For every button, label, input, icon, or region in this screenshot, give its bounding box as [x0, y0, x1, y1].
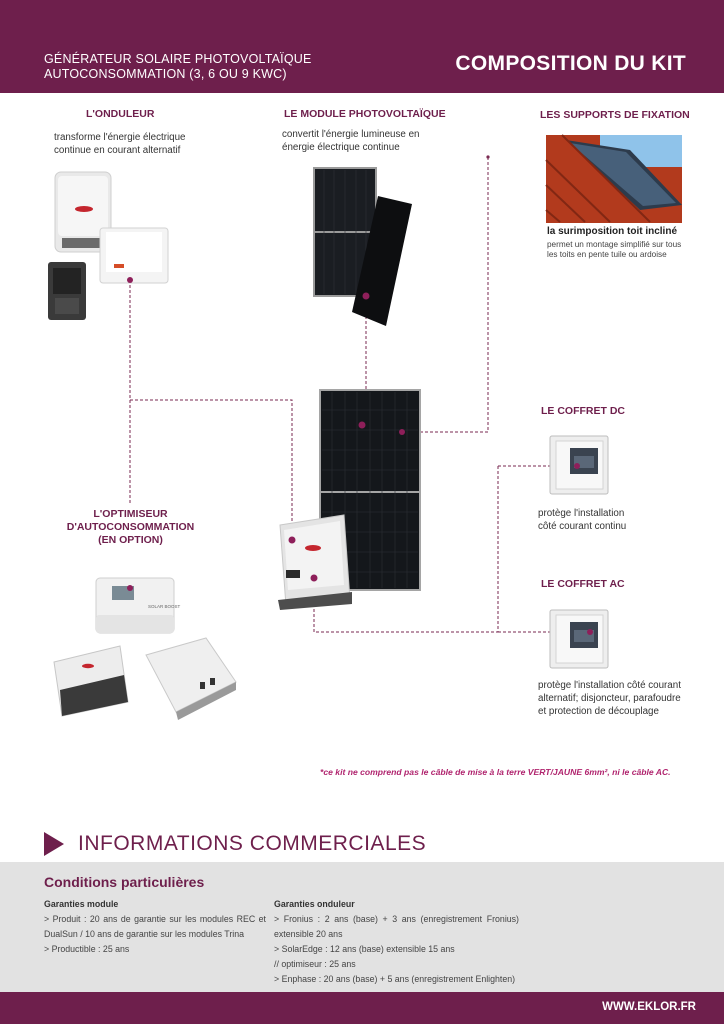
header-subtitle: GÉNÉRATEUR SOLAIRE PHOTOVOLTAÏQUE AUTOCO…: [44, 52, 312, 82]
module-warranty-heading: Garanties module: [44, 899, 119, 909]
onduleur-title: L'ONDULEUR: [86, 108, 155, 120]
optimiseur-title-line1: L'OPTIMISEUR: [93, 508, 168, 520]
connector-supports-panel: [402, 157, 489, 433]
inverter-warranty-optimizer: // optimiseur : 25 ans: [274, 959, 356, 969]
connector-dot-icon: [399, 429, 405, 435]
connector-dot-icon: [574, 463, 580, 469]
website-link[interactable]: WWW.EKLOR.FR: [602, 1001, 696, 1013]
connector-dot-icon: [127, 277, 133, 283]
connector-dot-icon: [288, 536, 296, 544]
module-warranty-column: Garanties module > Produit : 20 ans de g…: [44, 897, 266, 957]
kit-diagram: SOLAR BOOST: [48, 134, 682, 720]
inverter-warranty-enphase: > Enphase : 20 ans (base) + 5 ans (enreg…: [274, 974, 516, 984]
header-banner: GÉNÉRATEUR SOLAIRE PHOTOVOLTAÏQUE AUTOCO…: [0, 0, 724, 93]
inverter-warranty-heading: Garanties onduleur: [274, 899, 355, 909]
footer-banner: WWW.EKLOR.FR: [0, 992, 724, 1024]
optimizer-device-label: SOLAR BOOST: [148, 604, 181, 609]
optimiseur-title-line3: (EN OPTION): [98, 534, 163, 546]
inverter-warranty-column: Garanties onduleur > Fronius : 2 ans (ba…: [274, 897, 519, 987]
onduleur-desc-line2: continue en courant alternatif: [54, 145, 181, 156]
coffret-ac-description: protège l'installation côté courant alte…: [538, 679, 681, 718]
kit-exclusion-note: *ce kit ne comprend pas le câble de mise…: [320, 767, 671, 777]
connector-dot-icon: [127, 585, 133, 591]
module-description: convertit l'énergie lumineuse en énergie…: [282, 128, 419, 154]
coffret-dc-title: LE COFFRET DC: [541, 405, 625, 417]
page-title: COMPOSITION DU KIT: [455, 52, 686, 75]
coffret-ac-title: LE COFFRET AC: [541, 578, 625, 590]
module-title: LE MODULE PHOTOVOLTAÏQUE: [284, 108, 446, 120]
conditions-panel: Conditions particulières Garanties modul…: [0, 862, 724, 992]
supports-description: permet un montage simplifié sur tous les…: [547, 240, 681, 260]
onduleur-desc-line1: transforme l'énergie électrique: [54, 132, 186, 143]
coffret-ac-desc-line3: et protection de découplage: [538, 706, 659, 717]
connector-dot-icon: [486, 155, 490, 159]
optimizer-icon: SOLAR BOOST: [95, 577, 181, 634]
header-subtitle-line1: GÉNÉRATEUR SOLAIRE PHOTOVOLTAÏQUE: [44, 52, 312, 66]
onduleur-description: transforme l'énergie électrique continue…: [54, 131, 185, 157]
inverter-icon: [145, 637, 237, 720]
header-subtitle-line2: AUTOCONSOMMATION (3, 6 OU 9 KWC): [44, 67, 287, 81]
supports-caption: la surimposition toit incliné: [547, 226, 678, 237]
inverter-warranty-solaredge: > SolarEdge : 12 ans (base) extensible 1…: [274, 944, 455, 954]
optimiseur-title-line2: D'AUTOCONSOMMATION: [66, 521, 195, 533]
coffret-dc-description: protège l'installation côté courant cont…: [538, 507, 626, 533]
connector-dot-icon: [587, 629, 593, 635]
coffret-ac-desc-line2: alternatif; disjoncteur, parafoudre: [538, 693, 681, 704]
supports-desc-line1: permet un montage simplifié sur tous: [547, 240, 682, 249]
info-heading-text: INFORMATIONS COMMERCIALES: [78, 832, 427, 855]
connector-dot-icon: [310, 574, 318, 582]
info-section-heading: INFORMATIONS COMMERCIALES: [44, 832, 426, 856]
roof-mounting-icon: [545, 134, 682, 223]
supports-title: LES SUPPORTS DE FIXATION: [540, 109, 690, 121]
inverter-icon: [278, 514, 352, 610]
inverter-icon: [53, 645, 129, 717]
conditions-title: Conditions particulières: [44, 874, 205, 890]
coffret-dc-desc-line1: protège l'installation: [538, 508, 625, 519]
connector-inverter-main: [130, 399, 293, 540]
coffret-dc-desc-line2: côté courant continu: [538, 521, 627, 532]
module-desc-line1: convertit l'énergie lumineuse en: [282, 129, 420, 140]
inverter-icon: [48, 171, 169, 320]
module-warranty-productible: > Productible : 25 ans: [44, 944, 130, 954]
connector-dot-icon: [358, 421, 366, 429]
inverter-warranty-fronius: > Fronius : 2 ans (base) + 3 ans (enregi…: [274, 914, 519, 939]
module-warranty-text: > Produit : 20 ans de garantie sur les m…: [44, 914, 266, 939]
section-arrow-icon: [44, 832, 64, 856]
coffret-ac-desc-line1: protège l'installation côté courant: [538, 680, 681, 691]
connector-dot-icon: [362, 292, 370, 300]
solar-panel-icon: [313, 167, 412, 326]
supports-desc-line2: les toits en pente tuile ou ardoise: [547, 250, 667, 259]
optimiseur-title: L'OPTIMISEUR D'AUTOCONSOMMATION (EN OPTI…: [58, 508, 203, 547]
module-desc-line2: énergie électrique continue: [282, 142, 400, 153]
electrical-box-icon: [549, 609, 609, 669]
